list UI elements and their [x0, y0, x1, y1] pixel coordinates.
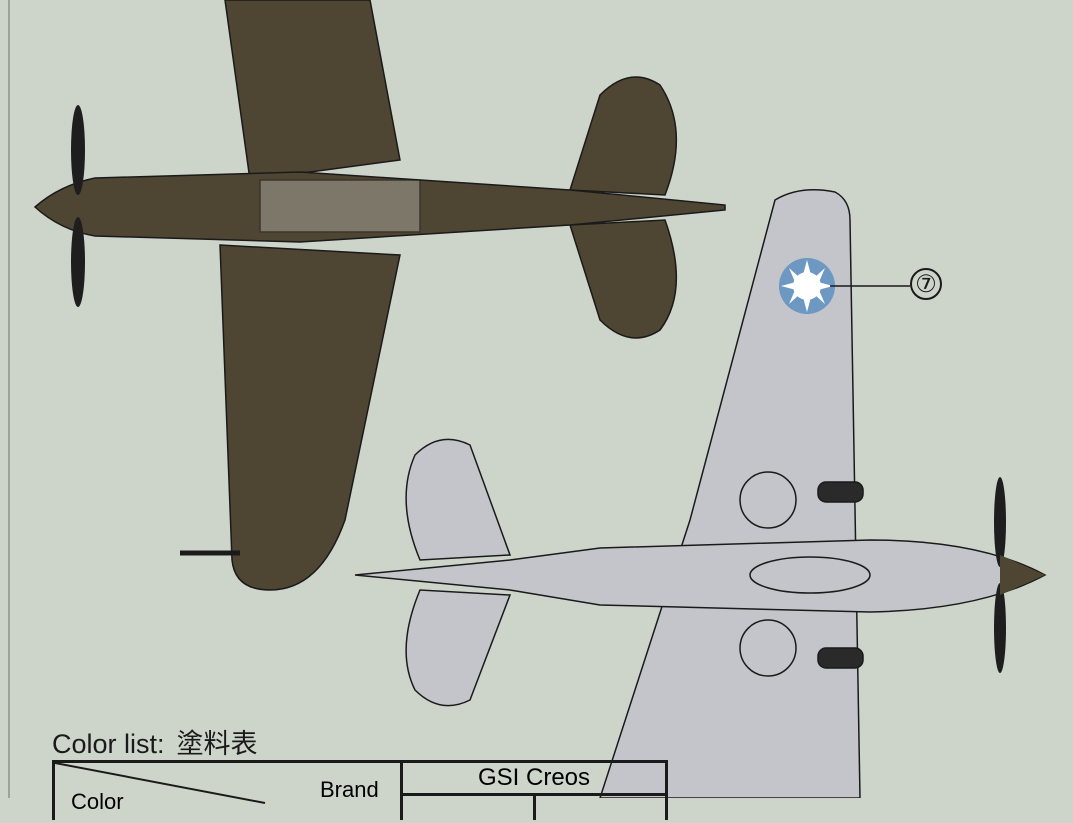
wheel-well-left: [739, 471, 797, 529]
top-canopy: [259, 179, 421, 233]
bottom-tailplane: [405, 438, 512, 707]
color-list-title: Color list: 塗料表: [52, 722, 258, 761]
header-diagonal: [55, 763, 266, 804]
top-view-aircraft: [33, 0, 726, 591]
top-fuselage: [33, 171, 726, 243]
color-list-title-en: Color list:: [52, 729, 165, 759]
page-frame-line: [8, 0, 10, 798]
roundel-insignia: [779, 258, 835, 314]
color-table: Brand Color GSI Creos: [52, 760, 668, 820]
callout-7: ⑦: [910, 268, 942, 300]
header-brand: Brand: [320, 777, 379, 802]
color-list-title-cn: 塗料表: [176, 729, 258, 759]
belly-tank: [749, 556, 871, 594]
header-color: Color: [71, 789, 124, 814]
bottom-propeller: [994, 477, 1045, 673]
table-subdivider: [533, 796, 536, 820]
wheel-well-right: [739, 619, 797, 677]
top-wing-upper: [224, 0, 401, 181]
top-propeller: [71, 105, 85, 307]
aircraft-drawing: [33, 0, 1047, 798]
bottom-view-aircraft: [354, 189, 1047, 798]
top-tailplane: [568, 76, 678, 339]
brand-gsi-creos: GSI Creos: [403, 763, 665, 796]
top-wing-lower: [219, 244, 401, 591]
table-divider: [400, 763, 403, 820]
